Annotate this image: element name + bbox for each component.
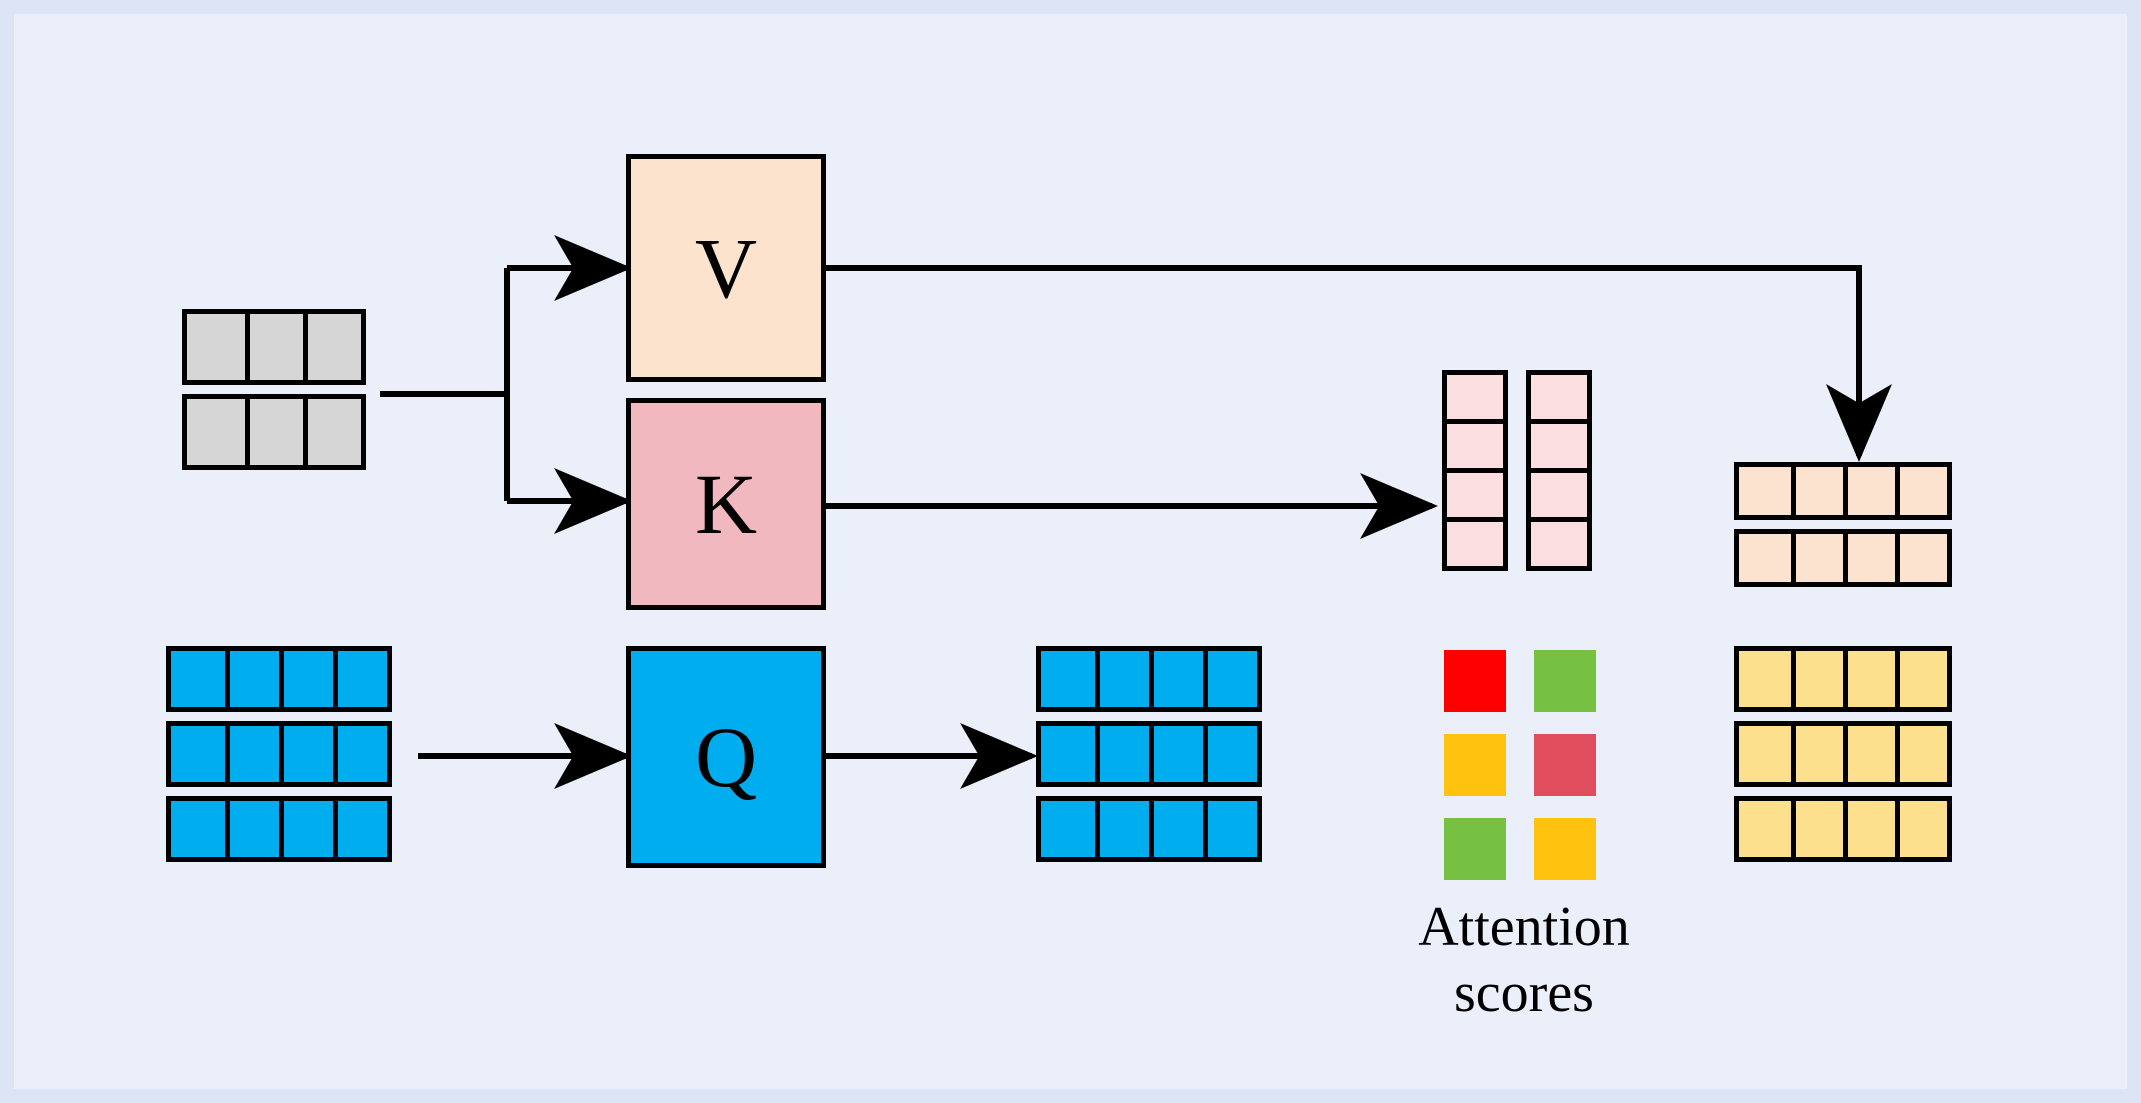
matrix-cell <box>333 801 387 857</box>
context-input-matrix <box>182 309 366 470</box>
matrix-cell <box>1895 467 1947 515</box>
matrix-cell <box>1791 651 1843 707</box>
matrix-cell <box>171 801 225 857</box>
matrix-cell <box>1531 517 1587 566</box>
matrix-cell <box>1041 651 1095 707</box>
query-block-label: Q <box>694 709 758 805</box>
query-input-matrix <box>166 646 392 862</box>
matrix-cell <box>1531 375 1587 419</box>
matrix-row <box>1036 796 1262 862</box>
key-block-label: K <box>694 456 758 552</box>
matrix-row <box>1734 462 1952 520</box>
matrix-cell <box>1041 801 1095 857</box>
matrix-row <box>166 721 392 787</box>
matrix-cell <box>1203 801 1257 857</box>
matrix-cell <box>1895 726 1947 782</box>
attention-score-cell <box>1534 818 1596 880</box>
matrix-cell <box>187 314 245 380</box>
matrix-cell <box>1095 726 1149 782</box>
matrix-cell <box>303 399 361 465</box>
matrix-row <box>1734 796 1952 862</box>
query-block[interactable]: Q <box>626 646 826 868</box>
attention-score-cell <box>1444 650 1506 712</box>
matrix-cell <box>1843 726 1895 782</box>
matrix-cell <box>333 651 387 707</box>
matrix-cell <box>1791 726 1843 782</box>
matrix-cell <box>1843 534 1895 582</box>
matrix-cell <box>1447 375 1503 419</box>
attention-scores-caption: Attention scores <box>1418 896 1630 1025</box>
matrix-cell <box>245 314 303 380</box>
matrix-cell <box>279 801 333 857</box>
matrix-cell <box>279 651 333 707</box>
matrix-cell <box>1791 467 1843 515</box>
matrix-row <box>182 394 366 470</box>
key-block[interactable]: K <box>626 398 826 610</box>
matrix-row <box>1734 721 1952 787</box>
key-output-column <box>1526 370 1592 571</box>
connector-value-to-output <box>826 265 1892 462</box>
matrix-cell <box>1041 726 1095 782</box>
matrix-cell <box>1791 534 1843 582</box>
matrix-cell <box>333 726 387 782</box>
matrix-cell <box>1531 419 1587 468</box>
matrix-cell <box>1447 419 1503 468</box>
matrix-cell <box>1739 534 1791 582</box>
matrix-cell <box>1895 801 1947 857</box>
matrix-cell <box>1149 726 1203 782</box>
matrix-cell <box>1203 651 1257 707</box>
matrix-cell <box>1203 726 1257 782</box>
matrix-cell <box>1895 534 1947 582</box>
attention-score-grid <box>1444 650 1596 880</box>
matrix-cell <box>171 726 225 782</box>
matrix-cell <box>279 726 333 782</box>
matrix-cell <box>303 314 361 380</box>
value-output-matrix <box>1734 462 1952 587</box>
matrix-cell <box>1843 467 1895 515</box>
matrix-cell <box>187 399 245 465</box>
matrix-cell <box>1095 651 1149 707</box>
matrix-cell <box>1531 468 1587 517</box>
matrix-row <box>1036 721 1262 787</box>
matrix-row <box>166 646 392 712</box>
matrix-cell <box>1739 726 1791 782</box>
matrix-cell <box>1739 801 1791 857</box>
matrix-row <box>1036 646 1262 712</box>
value-block[interactable]: V <box>626 154 826 382</box>
query-output-matrix <box>1036 646 1262 862</box>
matrix-cell <box>1447 468 1503 517</box>
attention-score-cell <box>1534 734 1596 796</box>
matrix-cell <box>1447 517 1503 566</box>
matrix-cell <box>225 651 279 707</box>
attention-score-cell <box>1534 650 1596 712</box>
matrix-cell <box>171 651 225 707</box>
matrix-cell <box>1791 801 1843 857</box>
attention-score-cell <box>1444 818 1506 880</box>
matrix-cell <box>1095 801 1149 857</box>
matrix-cell <box>1149 651 1203 707</box>
attention-score-cell <box>1444 734 1506 796</box>
matrix-cell <box>1739 467 1791 515</box>
matrix-row <box>166 796 392 862</box>
matrix-cell <box>1739 651 1791 707</box>
matrix-row <box>1734 646 1952 712</box>
key-output-column <box>1442 370 1508 571</box>
matrix-row <box>182 309 366 385</box>
matrix-cell <box>1843 651 1895 707</box>
matrix-row <box>1734 529 1952 587</box>
matrix-cell <box>1149 801 1203 857</box>
matrix-cell <box>1843 801 1895 857</box>
matrix-cell <box>225 801 279 857</box>
matrix-cell <box>225 726 279 782</box>
value-block-label: V <box>694 220 758 316</box>
key-output-columns <box>1442 370 1592 571</box>
attention-output-matrix <box>1734 646 1952 862</box>
matrix-cell <box>245 399 303 465</box>
matrix-cell <box>1895 651 1947 707</box>
